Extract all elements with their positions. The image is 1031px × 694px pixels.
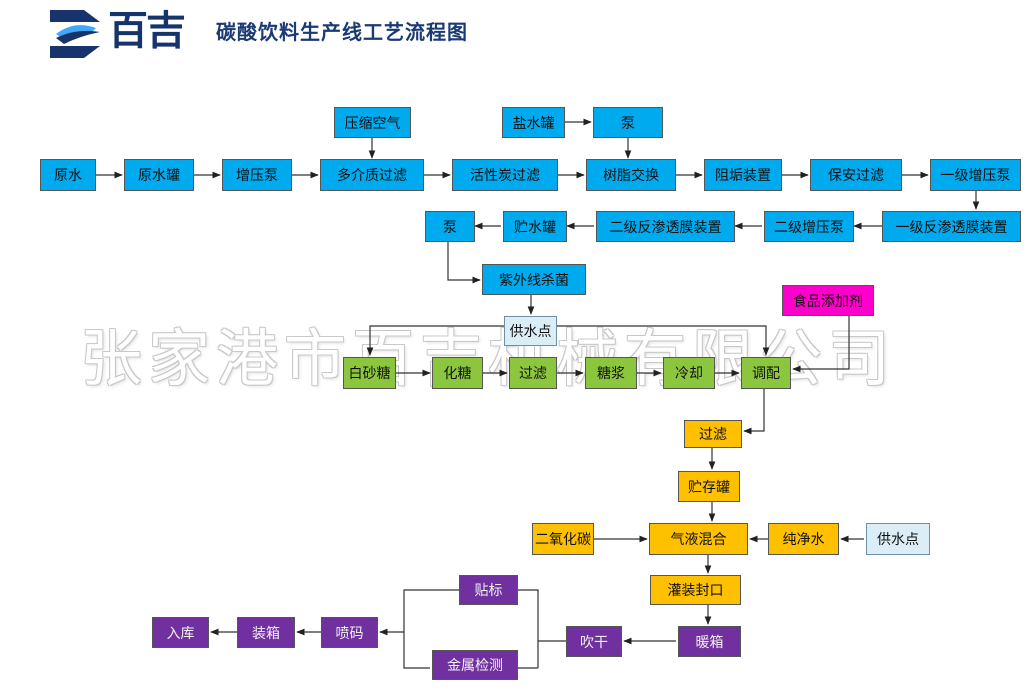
blending-node: 调配 (741, 357, 791, 389)
co2-node: 二氧化碳 (532, 523, 594, 555)
white-sugar-node: 白砂糖 (343, 357, 396, 389)
mix-filter-node: 过滤 (684, 420, 742, 448)
warming-tunnel-node: 暖箱 (678, 626, 741, 657)
brine-pump-node: 泵 (593, 107, 663, 138)
first-ro-membrane-node: 一级反渗透膜装置 (882, 211, 1021, 242)
booster-pump-node: 增压泵 (222, 159, 292, 191)
uv-sterilizer-node: 紫外线杀菌 (482, 264, 586, 295)
multimedia-filter-node: 多介质过滤 (320, 159, 424, 191)
antiscalant-node: 阻垢装置 (704, 159, 782, 191)
storage-tank-node: 贮存罐 (678, 471, 740, 502)
sugar-dissolving-node: 化糖 (432, 357, 483, 389)
security-filter-node: 保安过滤 (810, 159, 902, 191)
compressed-air-node: 压缩空气 (334, 107, 411, 138)
boxing-node: 装箱 (237, 617, 295, 648)
raw-water-tank-node: 原水罐 (124, 159, 194, 191)
transfer-pump-node: 泵 (425, 211, 475, 242)
first-booster-pump-node: 一级增压泵 (930, 159, 1021, 191)
resin-exchange-node: 树脂交换 (586, 159, 676, 191)
pure-water-node: 纯净水 (768, 523, 839, 555)
warehousing-node: 入库 (152, 617, 209, 648)
blow-dry-node: 吹干 (566, 626, 622, 657)
cooling-node: 冷却 (663, 357, 715, 389)
activated-carbon-filter-node: 活性炭过滤 (452, 159, 558, 191)
filling-sealing-node: 灌装封口 (650, 575, 741, 605)
brand-logo-text: 百吉 (108, 8, 186, 54)
gas-liquid-mixing-node: 气液混合 (649, 523, 748, 555)
food-additives-node: 食品添加剂 (782, 285, 874, 316)
water-supply-point-node: 供水点 (504, 316, 557, 346)
water-storage-tank-node: 贮水罐 (503, 211, 567, 242)
brine-tank-node: 盐水罐 (502, 107, 565, 138)
second-booster-pump-node: 二级增压泵 (764, 211, 854, 242)
metal-detection-node: 金属检测 (432, 650, 518, 680)
second-ro-membrane-node: 二级反渗透膜装置 (596, 211, 735, 242)
labeling-node: 贴标 (459, 575, 518, 605)
page-title: 碳酸饮料生产线工艺流程图 (216, 20, 468, 44)
syrup-filter-node: 过滤 (509, 357, 557, 389)
raw-water-node: 原水 (40, 159, 96, 191)
pure-syrup-node: 糖浆 (585, 357, 637, 389)
mix-water-supply-point-node: 供水点 (866, 523, 930, 555)
coding-node: 喷码 (321, 617, 378, 648)
brand-logo-icon (50, 10, 100, 58)
